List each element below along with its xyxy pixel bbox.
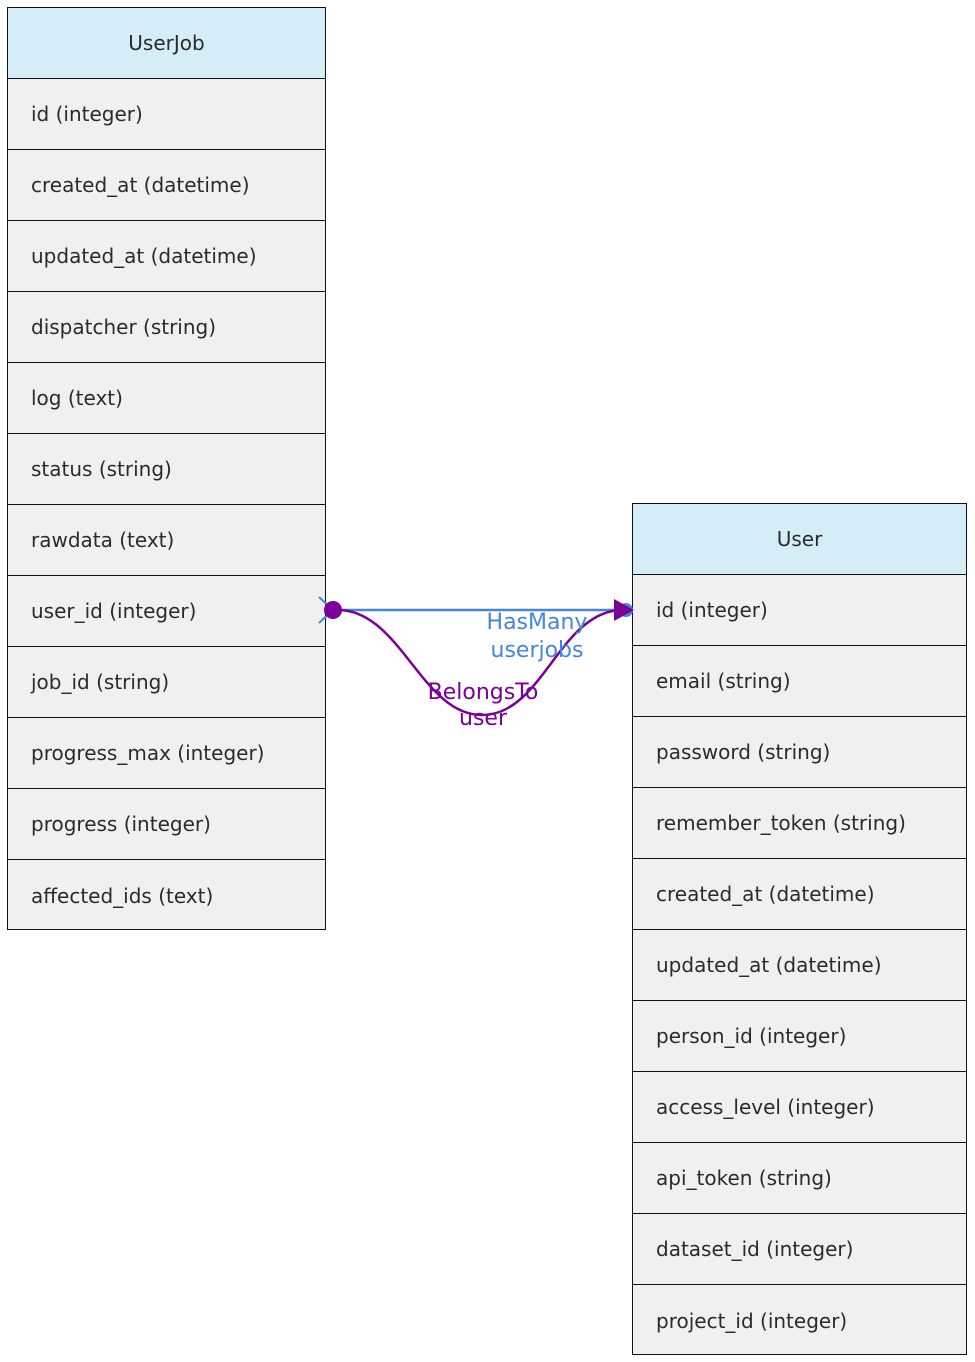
has-many-label-line1: HasMany [487, 610, 588, 635]
belongs-to-curve [332, 608, 629, 717]
has-many-origin-dot-icon [619, 603, 633, 617]
belongs-to-label-line1: BelongsTo [428, 680, 539, 705]
userjob-field-user-id: user_id (integer) [8, 576, 325, 647]
user-field-project-id: project_id (integer) [656, 1308, 848, 1333]
userjob-field-log: log (text) [8, 363, 325, 434]
user-table-header: User [633, 504, 966, 575]
user-field-created-at: created_at (datetime) [633, 859, 966, 930]
userjob-field-progress: progress (integer) [8, 789, 325, 860]
has-many-edge [318, 596, 633, 624]
userjob-field-created-at: created_at (datetime) [8, 150, 325, 221]
userjob-field-dispatcher: dispatcher (string) [8, 292, 325, 363]
userjob-field-status: status (string) [8, 434, 325, 505]
user-field-password: password (string) [633, 717, 966, 788]
has-many-label-line2: userjobs [491, 638, 584, 663]
userjob-field-updated-at: updated_at (datetime) [8, 221, 325, 292]
userjob-field-job-id: job_id (string) [8, 647, 325, 718]
userjob-field-affected-ids: affected_ids (text) [31, 883, 214, 908]
userjob-field-progress-max: progress_max (integer) [8, 718, 325, 789]
userjob-field-id: id (integer) [8, 79, 325, 150]
userjob-field-rawdata: rawdata (text) [8, 505, 325, 576]
user-field-updated-at: updated_at (datetime) [633, 930, 966, 1001]
user-field-person-id: person_id (integer) [633, 1001, 966, 1072]
user-field-access-level: access_level (integer) [633, 1072, 966, 1143]
userjob-table: UserJob id (integer) created_at (datetim… [7, 7, 326, 930]
user-field-id: id (integer) [633, 575, 966, 646]
user-field-email: email (string) [633, 646, 966, 717]
belongs-to-label-line2: user [459, 706, 508, 731]
user-field-dataset-id: dataset_id (integer) [633, 1214, 966, 1285]
user-table: User id (integer) email (string) passwor… [632, 503, 967, 1355]
belongs-to-origin-dot-icon [324, 601, 342, 619]
user-field-api-token: api_token (string) [633, 1143, 966, 1214]
arrowhead-icon [614, 599, 634, 621]
belongs-to-edge [324, 599, 634, 717]
userjob-table-header: UserJob [8, 8, 325, 79]
user-field-remember-token: remember_token (string) [633, 788, 966, 859]
